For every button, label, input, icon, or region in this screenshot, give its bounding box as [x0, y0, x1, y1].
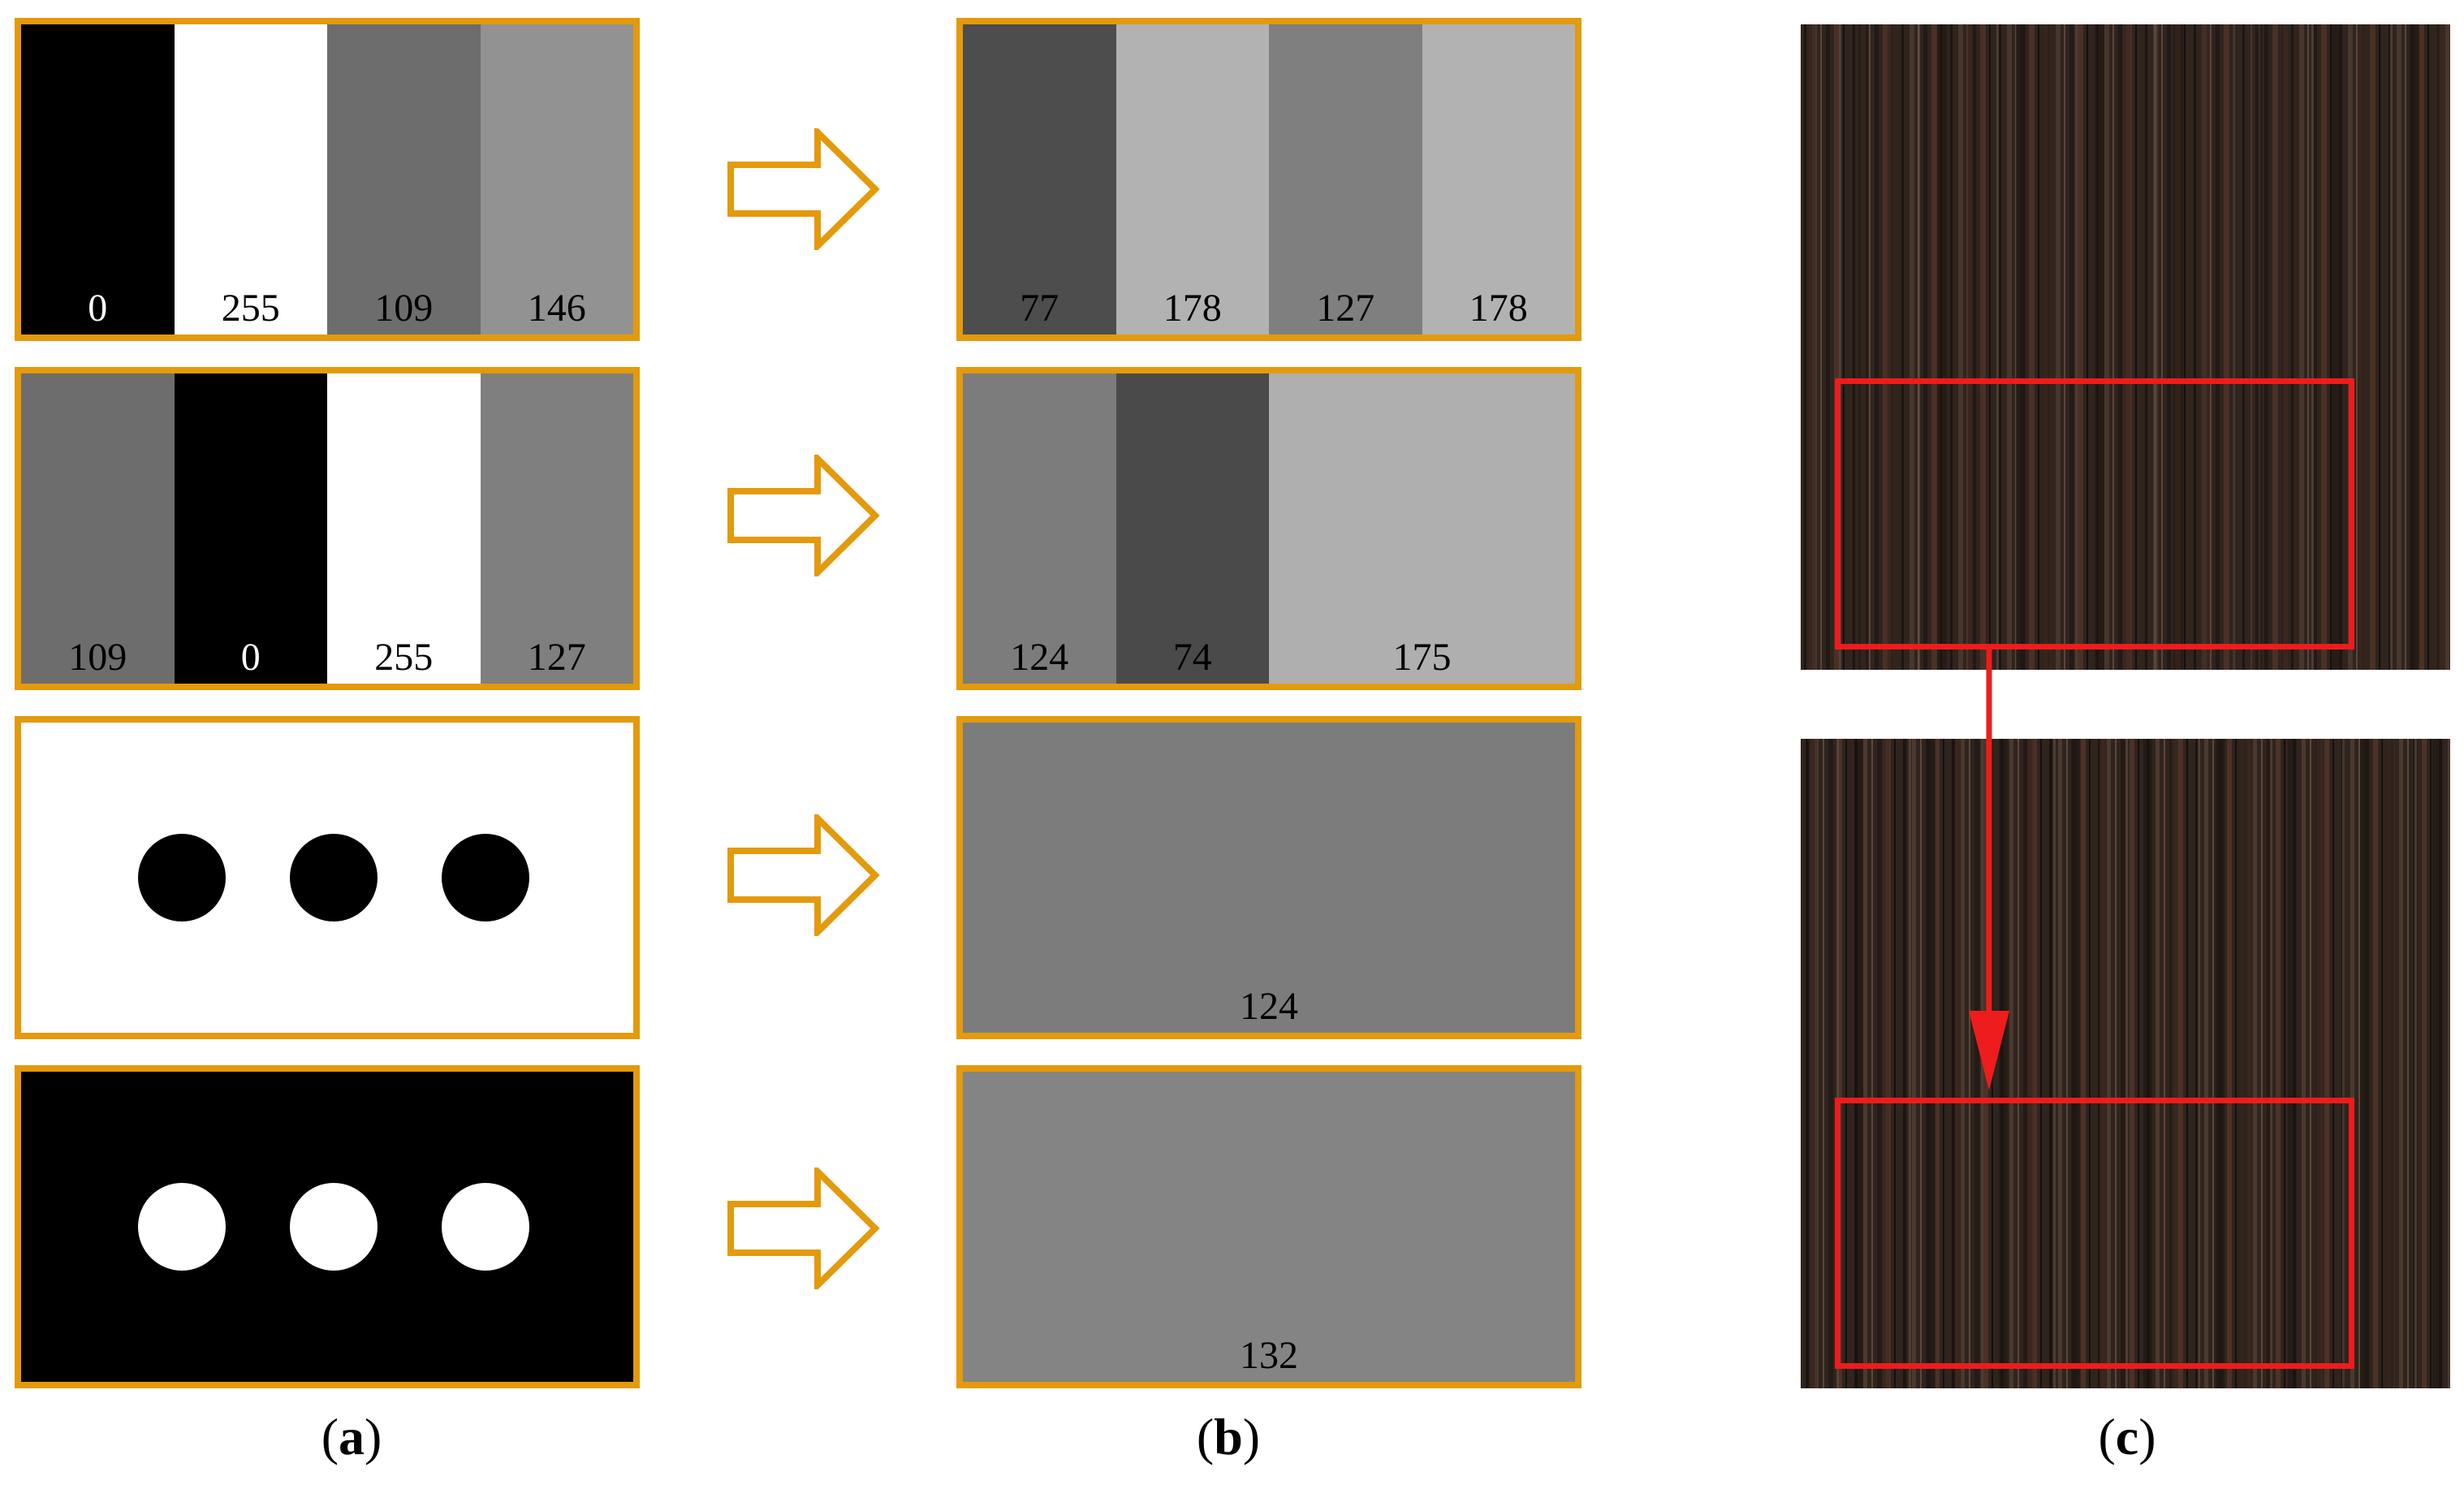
- dot: [442, 1183, 529, 1271]
- panel-b-row1: 77 178 127 178: [956, 18, 1582, 341]
- dot: [138, 834, 226, 921]
- stripe: 109: [327, 24, 481, 334]
- caption-open-paren: (: [2098, 1408, 2116, 1465]
- caption-open-paren: (: [321, 1408, 339, 1465]
- stripe-value: 146: [527, 287, 586, 330]
- panel-b-row4: 132: [956, 1065, 1582, 1388]
- stripe-value: 127: [1316, 287, 1375, 330]
- right-arrow-icon: [727, 455, 880, 576]
- caption-letter: b: [1214, 1408, 1243, 1465]
- stripe: 0: [174, 373, 327, 684]
- wood-texture-top: [1801, 24, 2450, 670]
- stripe: 127: [480, 373, 633, 684]
- panel-b-row3: 124: [956, 716, 1582, 1039]
- panel-a-row2: 109 0 255 127: [15, 367, 640, 690]
- stripe-value: 175: [1392, 636, 1452, 679]
- right-arrow-icon: [727, 1168, 880, 1289]
- caption-close-paren: ): [2138, 1408, 2156, 1465]
- stripe-value: 77: [1020, 287, 1059, 330]
- stripe-value: 178: [1469, 287, 1528, 330]
- stripe: 124: [963, 373, 1116, 684]
- caption-c: (c): [2046, 1411, 2208, 1463]
- wood-texture-bottom: [1801, 739, 2450, 1388]
- stripe: 146: [480, 24, 633, 334]
- stripe-value: 255: [221, 287, 280, 330]
- stripe: 74: [1115, 373, 1269, 684]
- dot: [442, 834, 529, 921]
- stripe-value: 178: [1163, 287, 1222, 330]
- right-arrow-icon: [727, 814, 880, 936]
- dot: [290, 1183, 378, 1271]
- stripe-value: 124: [1010, 636, 1069, 679]
- caption-close-paren: ): [365, 1408, 382, 1465]
- panel-b-row2: 124 74 175: [956, 367, 1582, 690]
- stripe: 127: [1269, 24, 1422, 334]
- stripe: 255: [327, 373, 481, 684]
- dot: [290, 834, 378, 921]
- stripe: 77: [963, 24, 1116, 334]
- right-arrow-icon: [727, 128, 880, 250]
- stripe: 175: [1269, 373, 1575, 684]
- panel-a-row1: 0 255 109 146: [15, 18, 640, 341]
- caption-a: (a): [270, 1411, 433, 1463]
- highlight-box-bottom: [1835, 1098, 2354, 1369]
- caption-letter: a: [339, 1408, 365, 1465]
- stripe: 178: [1422, 24, 1575, 334]
- stripe-value: 109: [374, 287, 434, 330]
- highlight-box-top: [1835, 378, 2354, 650]
- dot: [138, 1183, 226, 1271]
- stripe: 0: [21, 24, 175, 334]
- caption-close-paren: ): [1242, 1408, 1261, 1465]
- down-arrow-icon: [1969, 645, 2009, 1090]
- stripe-value: 0: [240, 636, 261, 679]
- stripe-value: 127: [527, 636, 586, 679]
- stripe: 178: [1115, 24, 1269, 334]
- stripe-value: 74: [1172, 636, 1212, 679]
- caption-b: (b): [1147, 1411, 1310, 1463]
- stripe-value: 109: [68, 636, 127, 679]
- stripe: 109: [21, 373, 175, 684]
- caption-open-paren: (: [1196, 1408, 1215, 1465]
- panel-a-row4-dots: [15, 1065, 640, 1388]
- stripe: 255: [174, 24, 327, 334]
- stripe-value: 0: [88, 287, 108, 330]
- caption-letter: c: [2115, 1408, 2139, 1465]
- uniform-value: 124: [1240, 985, 1298, 1028]
- panel-a-row3-dots: [15, 716, 640, 1039]
- uniform-value: 132: [1240, 1334, 1298, 1377]
- stripe-value: 255: [374, 636, 434, 679]
